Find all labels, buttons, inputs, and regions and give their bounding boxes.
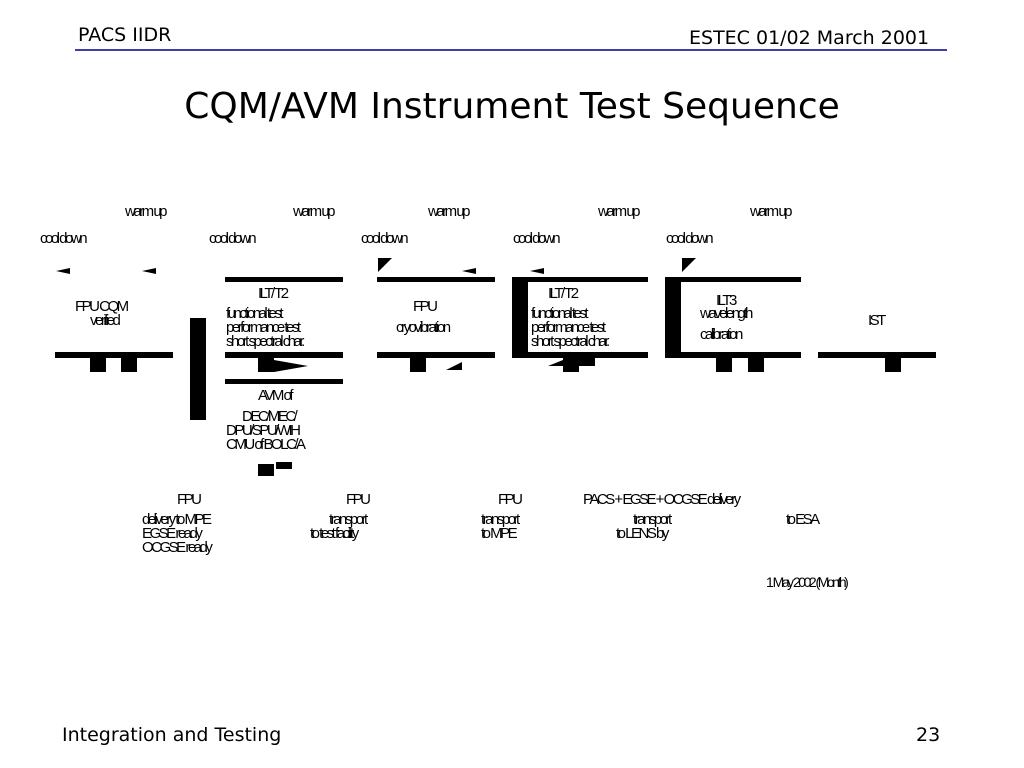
footer-left: Integration and Testing [62,724,282,746]
note3-line3: to MPE [481,525,518,542]
step-ilt3-line1: ILT3 [716,292,737,309]
avm-line1: AVM of [258,387,294,404]
page-number: 23 [916,724,941,746]
note1-line1: FPU [177,491,201,508]
step-ilt3-line3: calibration [700,326,743,343]
step-fpu-cryovib-line1: FPU [413,298,437,315]
note4-line1: PACS + EGSE + OCGSE delivery [583,491,742,508]
step-ilt2-b-line3: performance test [531,319,607,336]
avm-connectors [225,379,343,476]
note2-line1: FPU [346,491,370,508]
step-ilt3-line2: wavelength [699,305,753,322]
note1-line2: delivery to MPE [142,511,212,528]
bottom-bars [55,352,936,358]
milestone-label: 1 May 2002 (Month) [766,574,848,590]
note2-line2: transport [329,511,369,528]
warmup-label: warm up [124,203,167,220]
step-ilt2-a-line1: ILT/ T2 [258,285,289,302]
cooldown-label: cool down [361,230,408,247]
note4-line3: to LENS by [616,525,670,542]
warmup-label: warm up [749,203,792,220]
step-fpu-cqm-line1: FPU CQM [75,298,129,315]
step-ilt2-b-line1: ILT/ T2 [548,285,579,302]
bar-feet [90,358,901,372]
note4-line2: transport [633,511,673,528]
step-fpu-cqm-line2: verified [90,312,121,329]
header-left: PACS IIDR [78,24,172,46]
avm-line2: DEC/MEC/ [242,408,299,425]
step-ist: IST [868,312,886,329]
step-ilt2-b-line4: short spectral char. [531,333,609,350]
cooldown-label: cool down [666,230,713,247]
avm-line3: DPU/SPU/WIH [226,422,300,439]
note1-line4: OCGSE ready [142,539,213,556]
note3-line1: FPU [498,491,522,508]
step-ilt2-a-line3: performance test [226,319,302,336]
note5-line1: to ESA [786,511,820,528]
step-ilt2-a-line2: functional test [226,305,284,322]
note3-line2: transport [481,511,521,528]
cooldown-label: cool down [513,230,560,247]
flow-markers [56,258,696,274]
warmup-label: warm up [292,203,335,220]
brackets [190,277,681,420]
cooldown-label: cool down [40,230,87,247]
warmup-label: warm up [427,203,470,220]
header-rule [75,49,947,51]
warmup-label: warm up [597,203,640,220]
top-bars [225,277,801,282]
note2-line3: to test facility [310,525,360,542]
note1-line3: EGSE ready [142,525,203,542]
slide-title: CQM/AVM Instrument Test Sequence [184,86,840,127]
avm-line4: CMU of BOLC/A [226,436,306,453]
step-ilt2-a-line4: short spectral char. [226,333,304,350]
step-ilt2-b-line2: functional test [531,305,589,322]
cooldown-label: cool down [209,230,256,247]
header-right: ESTEC 01/02 March 2001 [689,27,930,49]
step-fpu-cryovib-line2: cryovibration [396,319,451,336]
